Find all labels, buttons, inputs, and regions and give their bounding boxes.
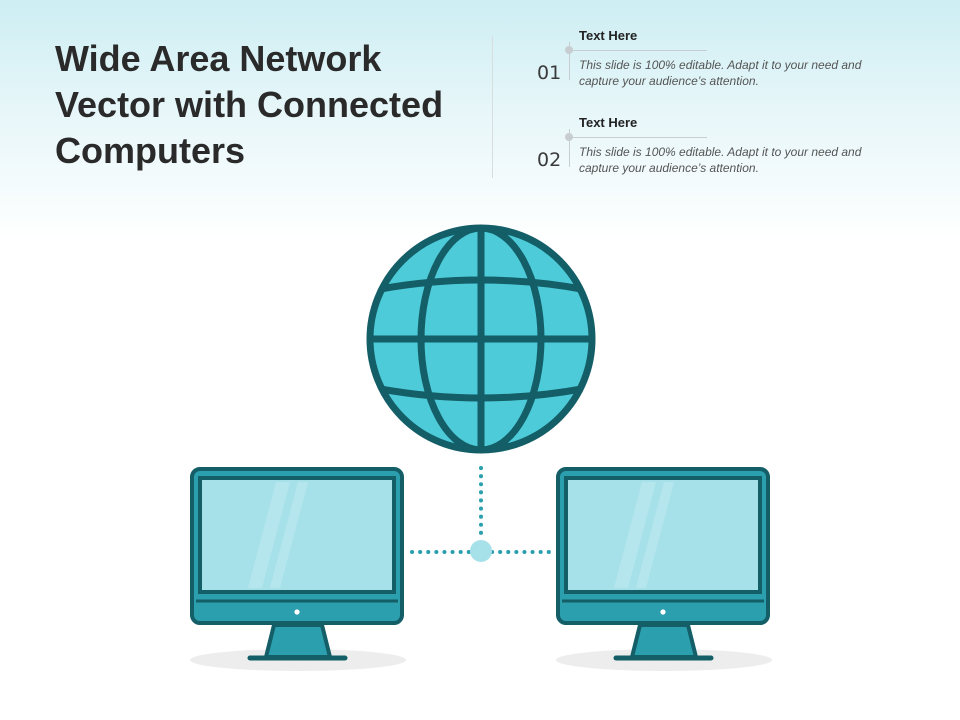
text-item-01: 01 Text Here This slide is 100% editable… — [537, 28, 897, 98]
item-heading: Text Here — [579, 115, 638, 130]
slide-title: Wide Area Network Vector with Connected … — [55, 38, 444, 171]
monitor-icon — [556, 467, 772, 671]
item-heading: Text Here — [579, 28, 638, 43]
item-number: 02 — [537, 149, 562, 171]
item-connector-vertical — [569, 42, 570, 80]
header-divider — [492, 36, 493, 178]
network-hub-icon — [470, 540, 492, 562]
text-item-02: 02 Text Here This slide is 100% editable… — [537, 115, 897, 185]
monitor-icon — [190, 467, 406, 671]
item-description: This slide is 100% editable. Adapt it to… — [579, 58, 862, 88]
item-number: 01 — [537, 62, 562, 84]
header-background — [0, 0, 960, 240]
globe-icon — [366, 224, 596, 454]
item-connector-horizontal — [569, 137, 707, 138]
item-connector-horizontal — [569, 50, 707, 51]
item-connector-vertical — [569, 129, 570, 167]
item-marker-dot — [565, 46, 573, 54]
item-marker-dot — [565, 133, 573, 141]
network-connectors — [410, 466, 552, 554]
item-description: This slide is 100% editable. Adapt it to… — [579, 145, 862, 175]
